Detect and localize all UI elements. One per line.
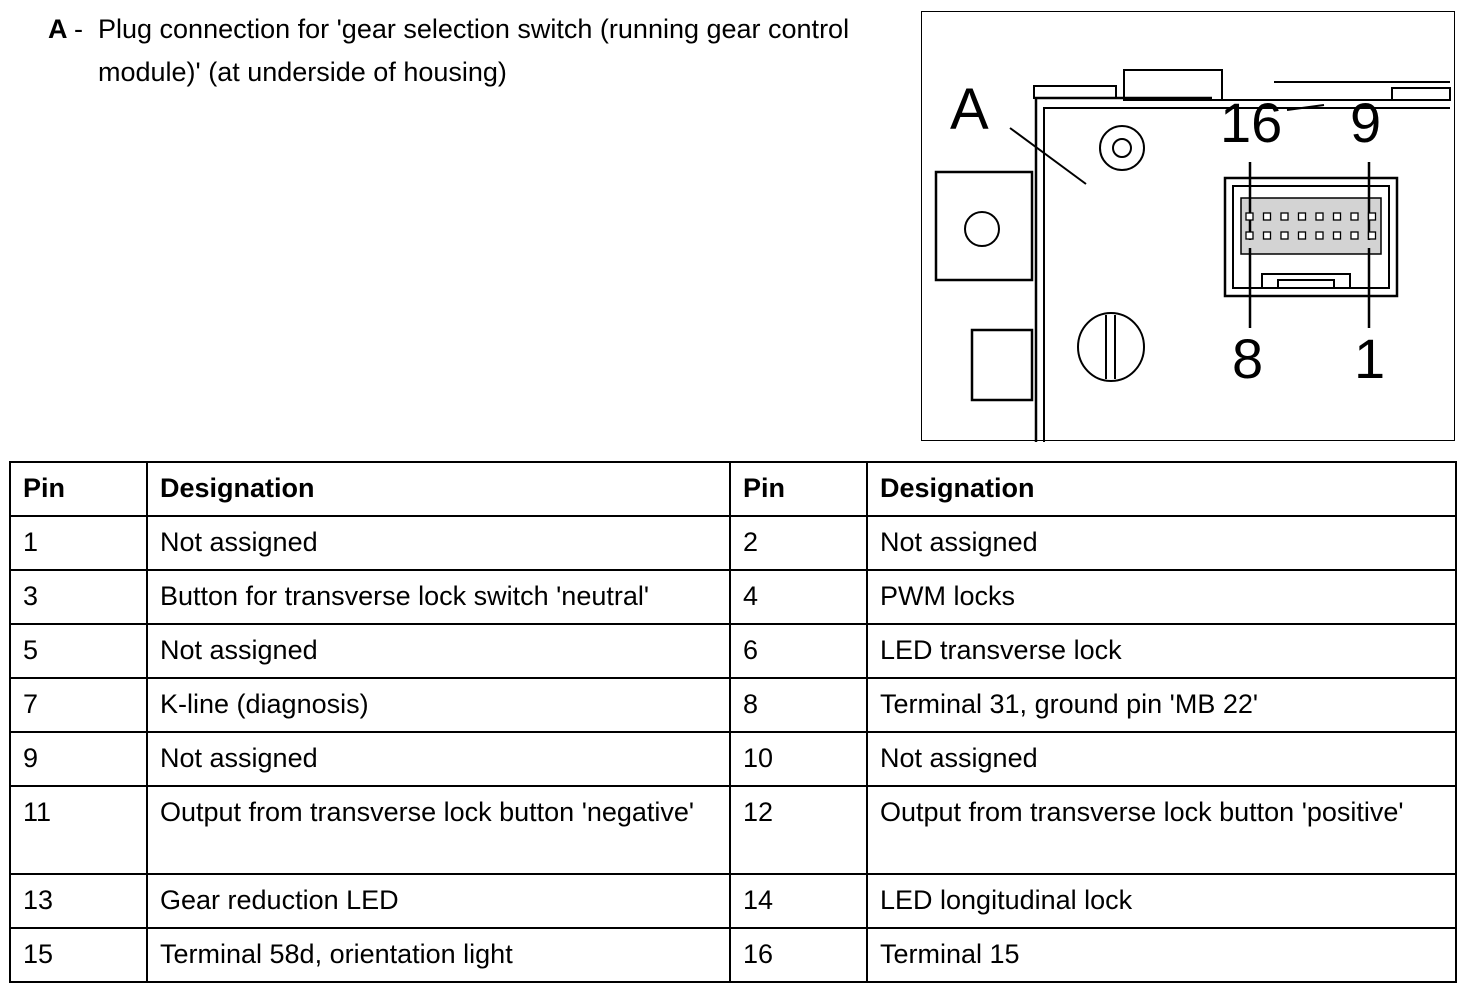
pin-cell: 15 <box>9 927 148 983</box>
pin-label-1: 1 <box>1354 327 1385 390</box>
pin-cell: 13 <box>9 873 148 929</box>
designation-cell: LED longitudinal lock <box>866 873 1457 929</box>
connector-diagram: A 16 9 8 1 <box>921 11 1455 442</box>
pin-label-16: 16 <box>1220 91 1282 154</box>
connector-pin <box>1367 231 1377 240</box>
table-row: 7 K-line (diagnosis) 8 Terminal 31, grou… <box>9 677 1457 733</box>
pin-cell: 16 <box>729 927 868 983</box>
connector-pin <box>1280 231 1289 240</box>
connector-pin <box>1262 212 1272 221</box>
pin-assignment-table: Pin Designation Pin Designation 1 Not as… <box>9 461 1457 983</box>
connector-pin <box>1315 212 1324 221</box>
designation-cell: Button for transverse lock switch 'neutr… <box>146 569 731 625</box>
designation-cell: PWM locks <box>866 569 1457 625</box>
connector-pin <box>1262 231 1272 240</box>
legend-dash: - <box>74 14 83 44</box>
connector-pin <box>1332 212 1342 221</box>
pin-cell: 2 <box>729 515 868 571</box>
designation-cell: Output from transverse lock button 'posi… <box>866 785 1457 875</box>
pin-cell: 6 <box>729 623 868 679</box>
connector-pin <box>1315 231 1324 240</box>
table-row: 5 Not assigned 6 LED transverse lock <box>9 623 1457 679</box>
table-row: 13 Gear reduction LED 14 LED longitudina… <box>9 873 1457 929</box>
designation-cell: LED transverse lock <box>866 623 1457 679</box>
legend-key: A <box>48 14 68 44</box>
connector-pin <box>1245 231 1254 240</box>
designation-cell: Output from transverse lock button 'nega… <box>146 785 731 875</box>
pin-cell: 10 <box>729 731 868 787</box>
header-pin-left: Pin <box>9 461 148 517</box>
table-row: 3 Button for transverse lock switch 'neu… <box>9 569 1457 625</box>
designation-cell: Not assigned <box>146 623 731 679</box>
table-row: 15 Terminal 58d, orientation light 16 Te… <box>9 927 1457 983</box>
header-pin-right: Pin <box>729 461 868 517</box>
pin-cell: 14 <box>729 873 868 929</box>
connector-pin <box>1332 231 1342 240</box>
header-designation-left: Designation <box>146 461 731 517</box>
connector-pin <box>1245 212 1254 221</box>
connector-pin <box>1367 212 1377 221</box>
pin-cell: 4 <box>729 569 868 625</box>
callout-a-label: A <box>950 77 989 142</box>
connector-pin <box>1350 212 1359 221</box>
designation-cell: Not assigned <box>866 515 1457 571</box>
pin-cell: 1 <box>9 515 148 571</box>
designation-cell: Not assigned <box>146 515 731 571</box>
designation-cell: Terminal 15 <box>866 927 1457 983</box>
pin-cell: 12 <box>729 785 868 875</box>
table-row: 9 Not assigned 10 Not assigned <box>9 731 1457 787</box>
connector-pin <box>1350 231 1359 240</box>
pin-cell: 7 <box>9 677 148 733</box>
connector-pin <box>1280 212 1289 221</box>
pin-cell: 5 <box>9 623 148 679</box>
designation-cell: Terminal 58d, orientation light <box>146 927 731 983</box>
designation-cell: Terminal 31, ground pin 'MB 22' <box>866 677 1457 733</box>
table-row: 11 Output from transverse lock button 'n… <box>9 785 1457 875</box>
connector-pin <box>1297 231 1307 240</box>
connector-drawing: A 16 9 8 1 <box>934 69 1451 442</box>
pin-cell: 9 <box>9 731 148 787</box>
header-designation-right: Designation <box>866 461 1457 517</box>
pin-cell: 11 <box>9 785 148 875</box>
table-header-row: Pin Designation Pin Designation <box>9 461 1457 517</box>
connector-pin <box>1297 212 1307 221</box>
pin-cell: 3 <box>9 569 148 625</box>
legend-text: Plug connection for 'gear selection swit… <box>98 14 850 87</box>
pin-cell: 8 <box>729 677 868 733</box>
designation-cell: K-line (diagnosis) <box>146 677 731 733</box>
designation-cell: Not assigned <box>866 731 1457 787</box>
designation-cell: Not assigned <box>146 731 731 787</box>
table-row: 1 Not assigned 2 Not assigned <box>9 515 1457 571</box>
pin-label-8: 8 <box>1232 327 1263 390</box>
designation-cell: Gear reduction LED <box>146 873 731 929</box>
pin-label-9: 9 <box>1350 91 1381 154</box>
